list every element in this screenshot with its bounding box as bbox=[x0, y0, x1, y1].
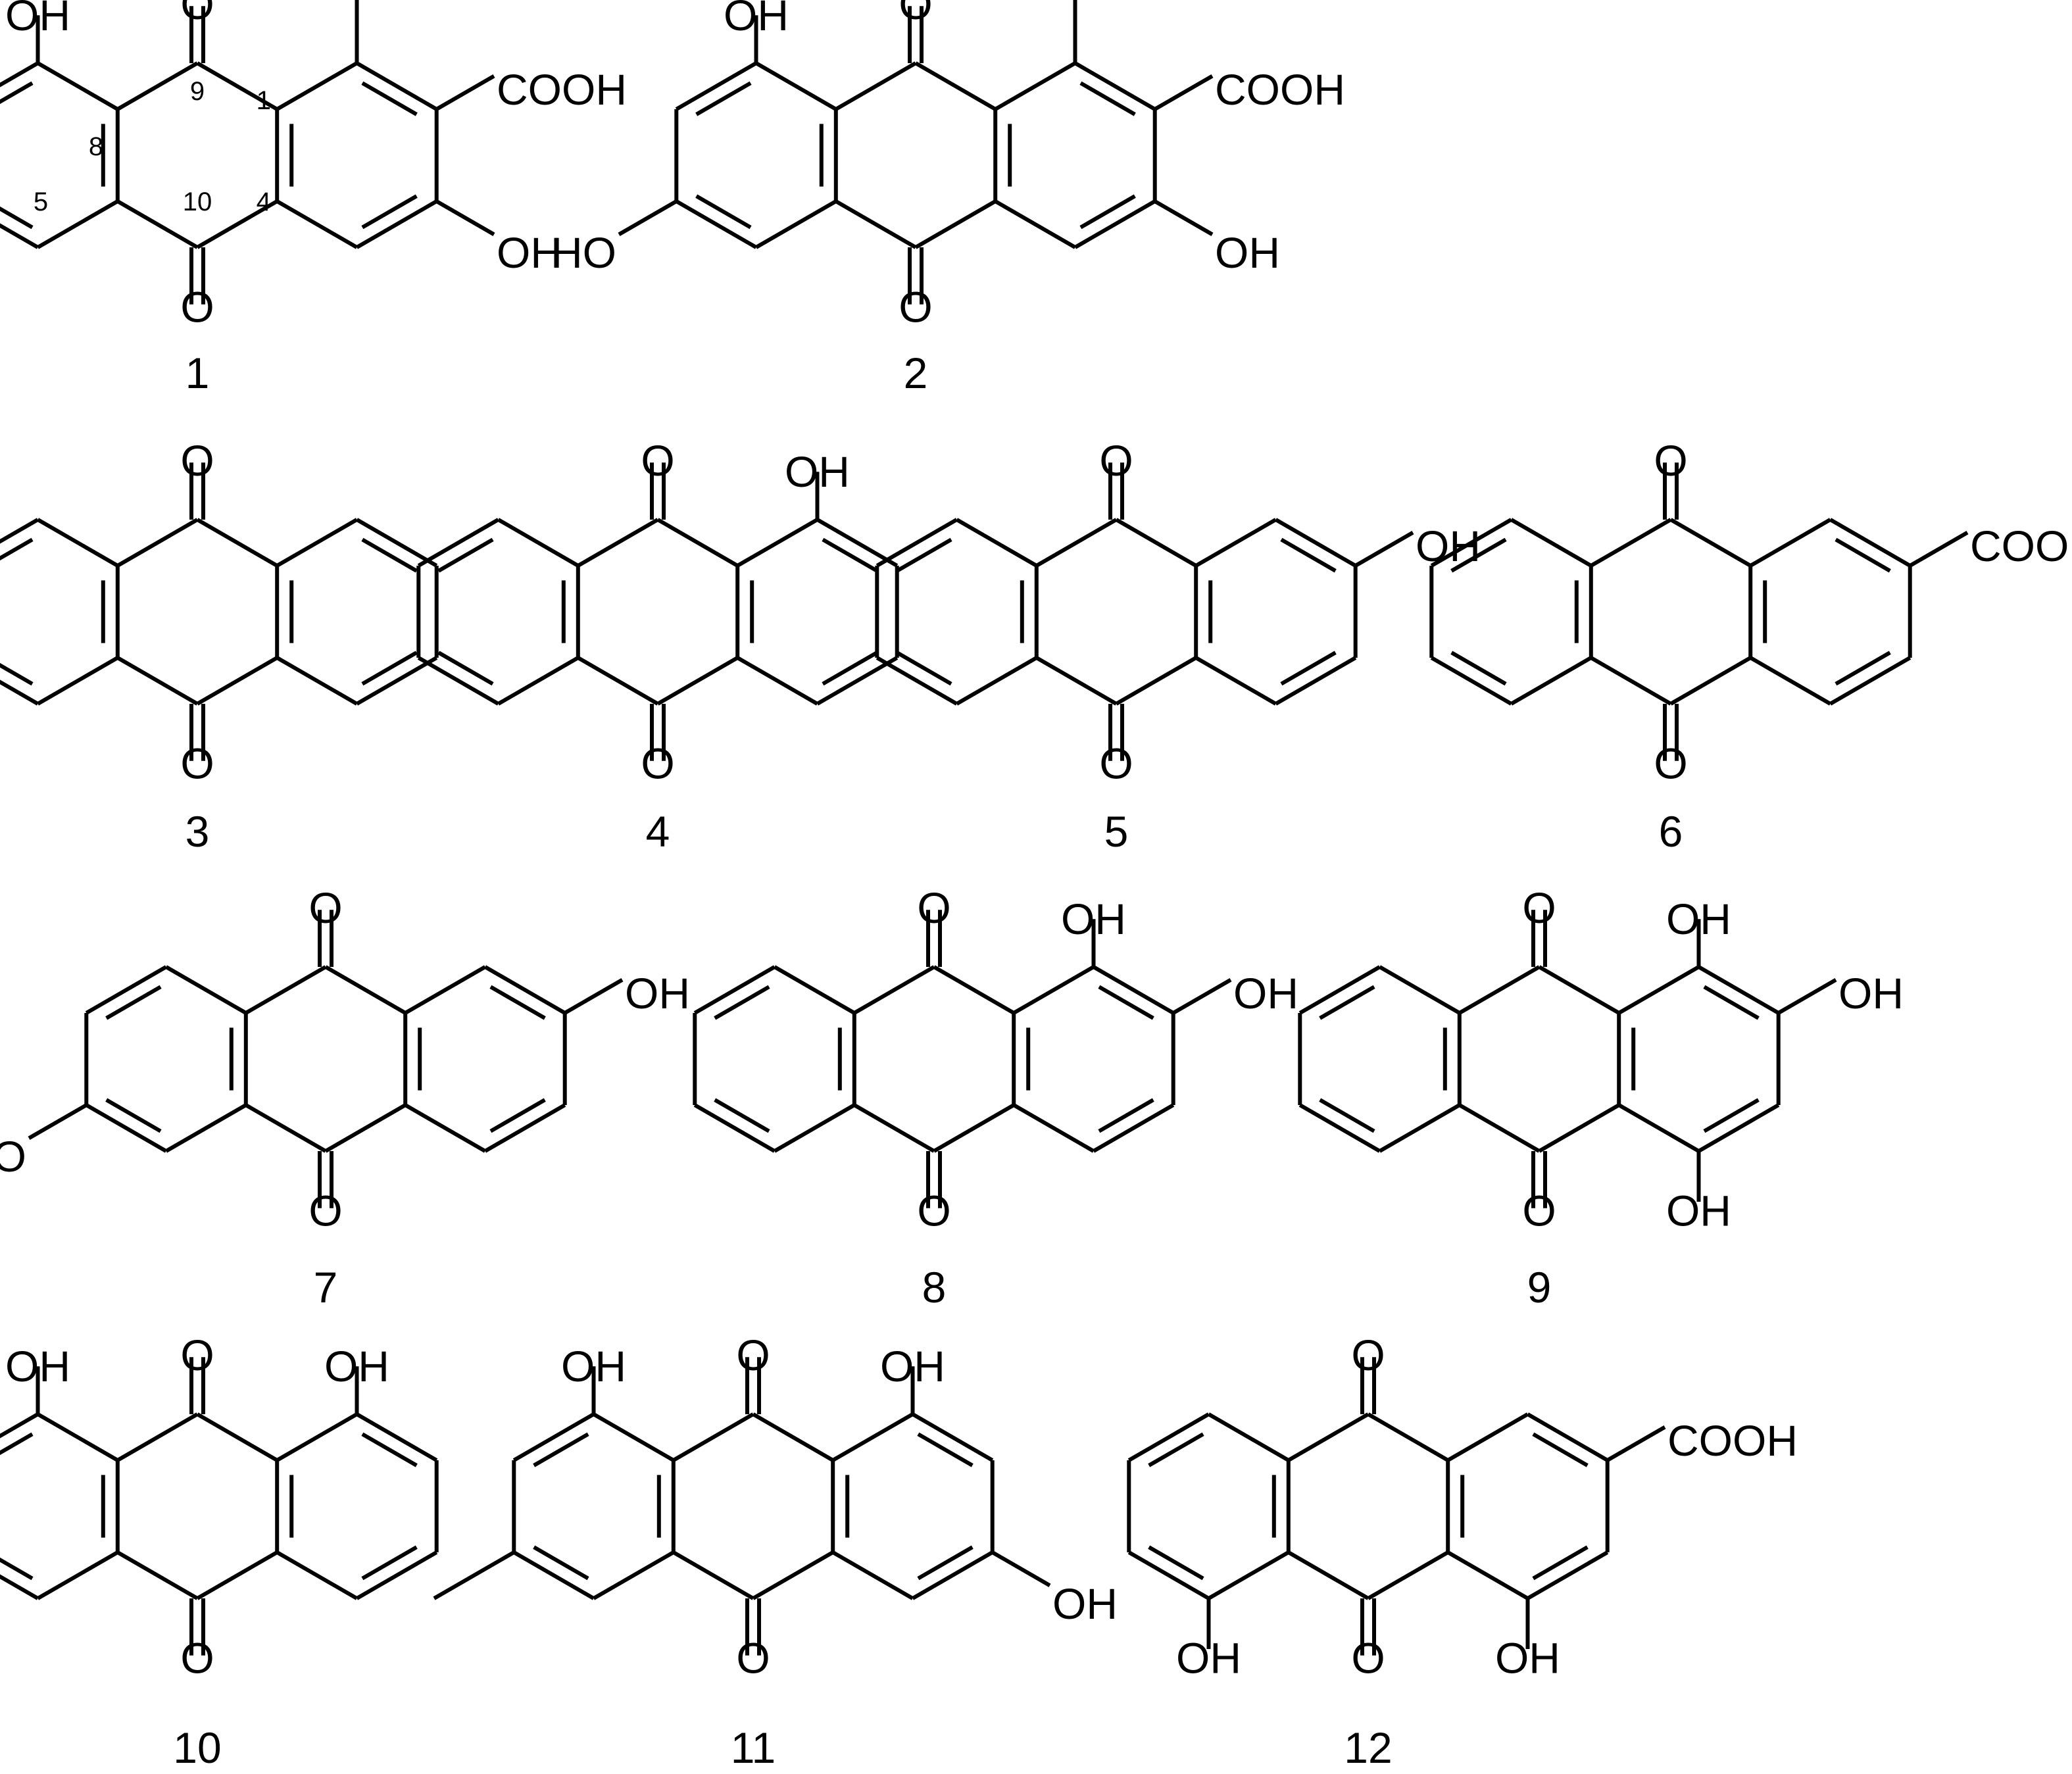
compound-number: 2 bbox=[904, 349, 928, 397]
substituent-label: COOH bbox=[497, 65, 627, 114]
substituent-label: OH bbox=[724, 0, 789, 39]
compound-11: OH O OH OH O 11 bbox=[433, 1331, 1118, 1772]
atom-locant: 8 bbox=[89, 132, 103, 161]
substituent-label: O bbox=[641, 739, 674, 787]
substituent-label: O bbox=[308, 1186, 342, 1235]
substituent-label: OH bbox=[1215, 228, 1280, 277]
compound-6: O COOH O 6 bbox=[1429, 436, 2072, 856]
atom-locant: 1 bbox=[257, 86, 271, 115]
substituent-label: OH bbox=[1233, 969, 1298, 1018]
substituent-label: O bbox=[917, 1186, 950, 1235]
substituent-label: OH bbox=[1052, 1579, 1118, 1628]
substituent-label: OH bbox=[785, 447, 850, 496]
compound-9: O OH OH O OH 9 bbox=[1298, 883, 1904, 1312]
compound-number: 4 bbox=[646, 807, 670, 856]
substituent-label: OH bbox=[5, 1342, 70, 1391]
atom-locant: 5 bbox=[34, 187, 48, 216]
substituent-label: O bbox=[917, 883, 950, 932]
substituent-label: OH bbox=[625, 969, 690, 1018]
compound-3: O O 3 bbox=[0, 436, 439, 856]
substituent-label: OH bbox=[1495, 1633, 1560, 1682]
substituent-label: O bbox=[308, 883, 342, 932]
substituent-label: OH bbox=[1838, 969, 1904, 1018]
compound-number: 3 bbox=[185, 807, 210, 856]
substituent-label: O bbox=[180, 1331, 214, 1379]
substituent-label: OH bbox=[880, 1342, 945, 1391]
substituent-label: OH bbox=[561, 1342, 626, 1391]
substituent-label: COOH bbox=[1667, 1416, 1798, 1465]
substituent-label: OH bbox=[1666, 895, 1731, 943]
substituent-label: COOH bbox=[1215, 65, 1345, 114]
substituent-label: OH bbox=[1061, 895, 1126, 943]
substituent-label: O bbox=[736, 1331, 770, 1379]
compound-number: 7 bbox=[314, 1263, 338, 1312]
substituent-label: OH bbox=[1666, 1186, 1731, 1235]
compound-number: 1 bbox=[185, 349, 210, 397]
substituent-label: O bbox=[899, 0, 932, 28]
substituent-label: O bbox=[899, 282, 932, 331]
compound-number: 8 bbox=[922, 1263, 947, 1312]
substituent-label: O bbox=[1351, 1331, 1385, 1379]
compound-4: O OH O 4 bbox=[416, 436, 899, 856]
compound-7: O OH HO O 7 bbox=[0, 883, 690, 1312]
substituent-label: O bbox=[1351, 1633, 1385, 1682]
substituent-label: O bbox=[1522, 1186, 1556, 1235]
substituent-label: O bbox=[641, 436, 674, 485]
substituent-label: OH bbox=[1176, 1633, 1241, 1682]
substituent-label: OH bbox=[5, 0, 70, 39]
compound-10: OH O OH O 10 bbox=[0, 1331, 439, 1772]
substituent-label: O bbox=[1099, 436, 1133, 485]
substituent-label: COOH bbox=[1970, 522, 2072, 570]
substituent-label: O bbox=[180, 1633, 214, 1682]
substituent-label: OH bbox=[1416, 522, 1481, 570]
compound-number: 12 bbox=[1344, 1723, 1392, 1772]
substituent-label: O bbox=[180, 282, 214, 331]
substituent-label: OH bbox=[324, 1342, 389, 1391]
atom-locant: 4 bbox=[257, 187, 271, 216]
compound-number: 6 bbox=[1659, 807, 1683, 856]
substituent-label: HO bbox=[0, 1132, 26, 1181]
substituent-label: O bbox=[1654, 436, 1687, 485]
compound-2: OH O COOH HO OH O 2 bbox=[551, 0, 1345, 397]
substituent-label: O bbox=[736, 1633, 770, 1682]
compound-number: 9 bbox=[1527, 1263, 1552, 1312]
compound-8: O OH OH O 8 bbox=[693, 883, 1298, 1312]
compound-number: 10 bbox=[173, 1723, 221, 1772]
substituent-label: HO bbox=[551, 228, 616, 277]
compound-number: 5 bbox=[1104, 807, 1129, 856]
atom-locant: 10 bbox=[183, 187, 212, 216]
substituent-label: O bbox=[1654, 739, 1687, 787]
compound-5: O OH O 5 bbox=[875, 436, 1481, 856]
substituent-label: O bbox=[180, 0, 214, 28]
substituent-label: OH bbox=[497, 228, 562, 277]
atom-locant: 9 bbox=[190, 77, 205, 106]
compound-12: O COOH OH O OH 12 bbox=[1127, 1331, 1798, 1772]
substituent-label: O bbox=[180, 436, 214, 485]
substituent-label: O bbox=[1522, 883, 1556, 932]
substituent-label: O bbox=[180, 739, 214, 787]
substituent-label: O bbox=[1099, 739, 1133, 787]
compound-number: 11 bbox=[731, 1723, 776, 1772]
